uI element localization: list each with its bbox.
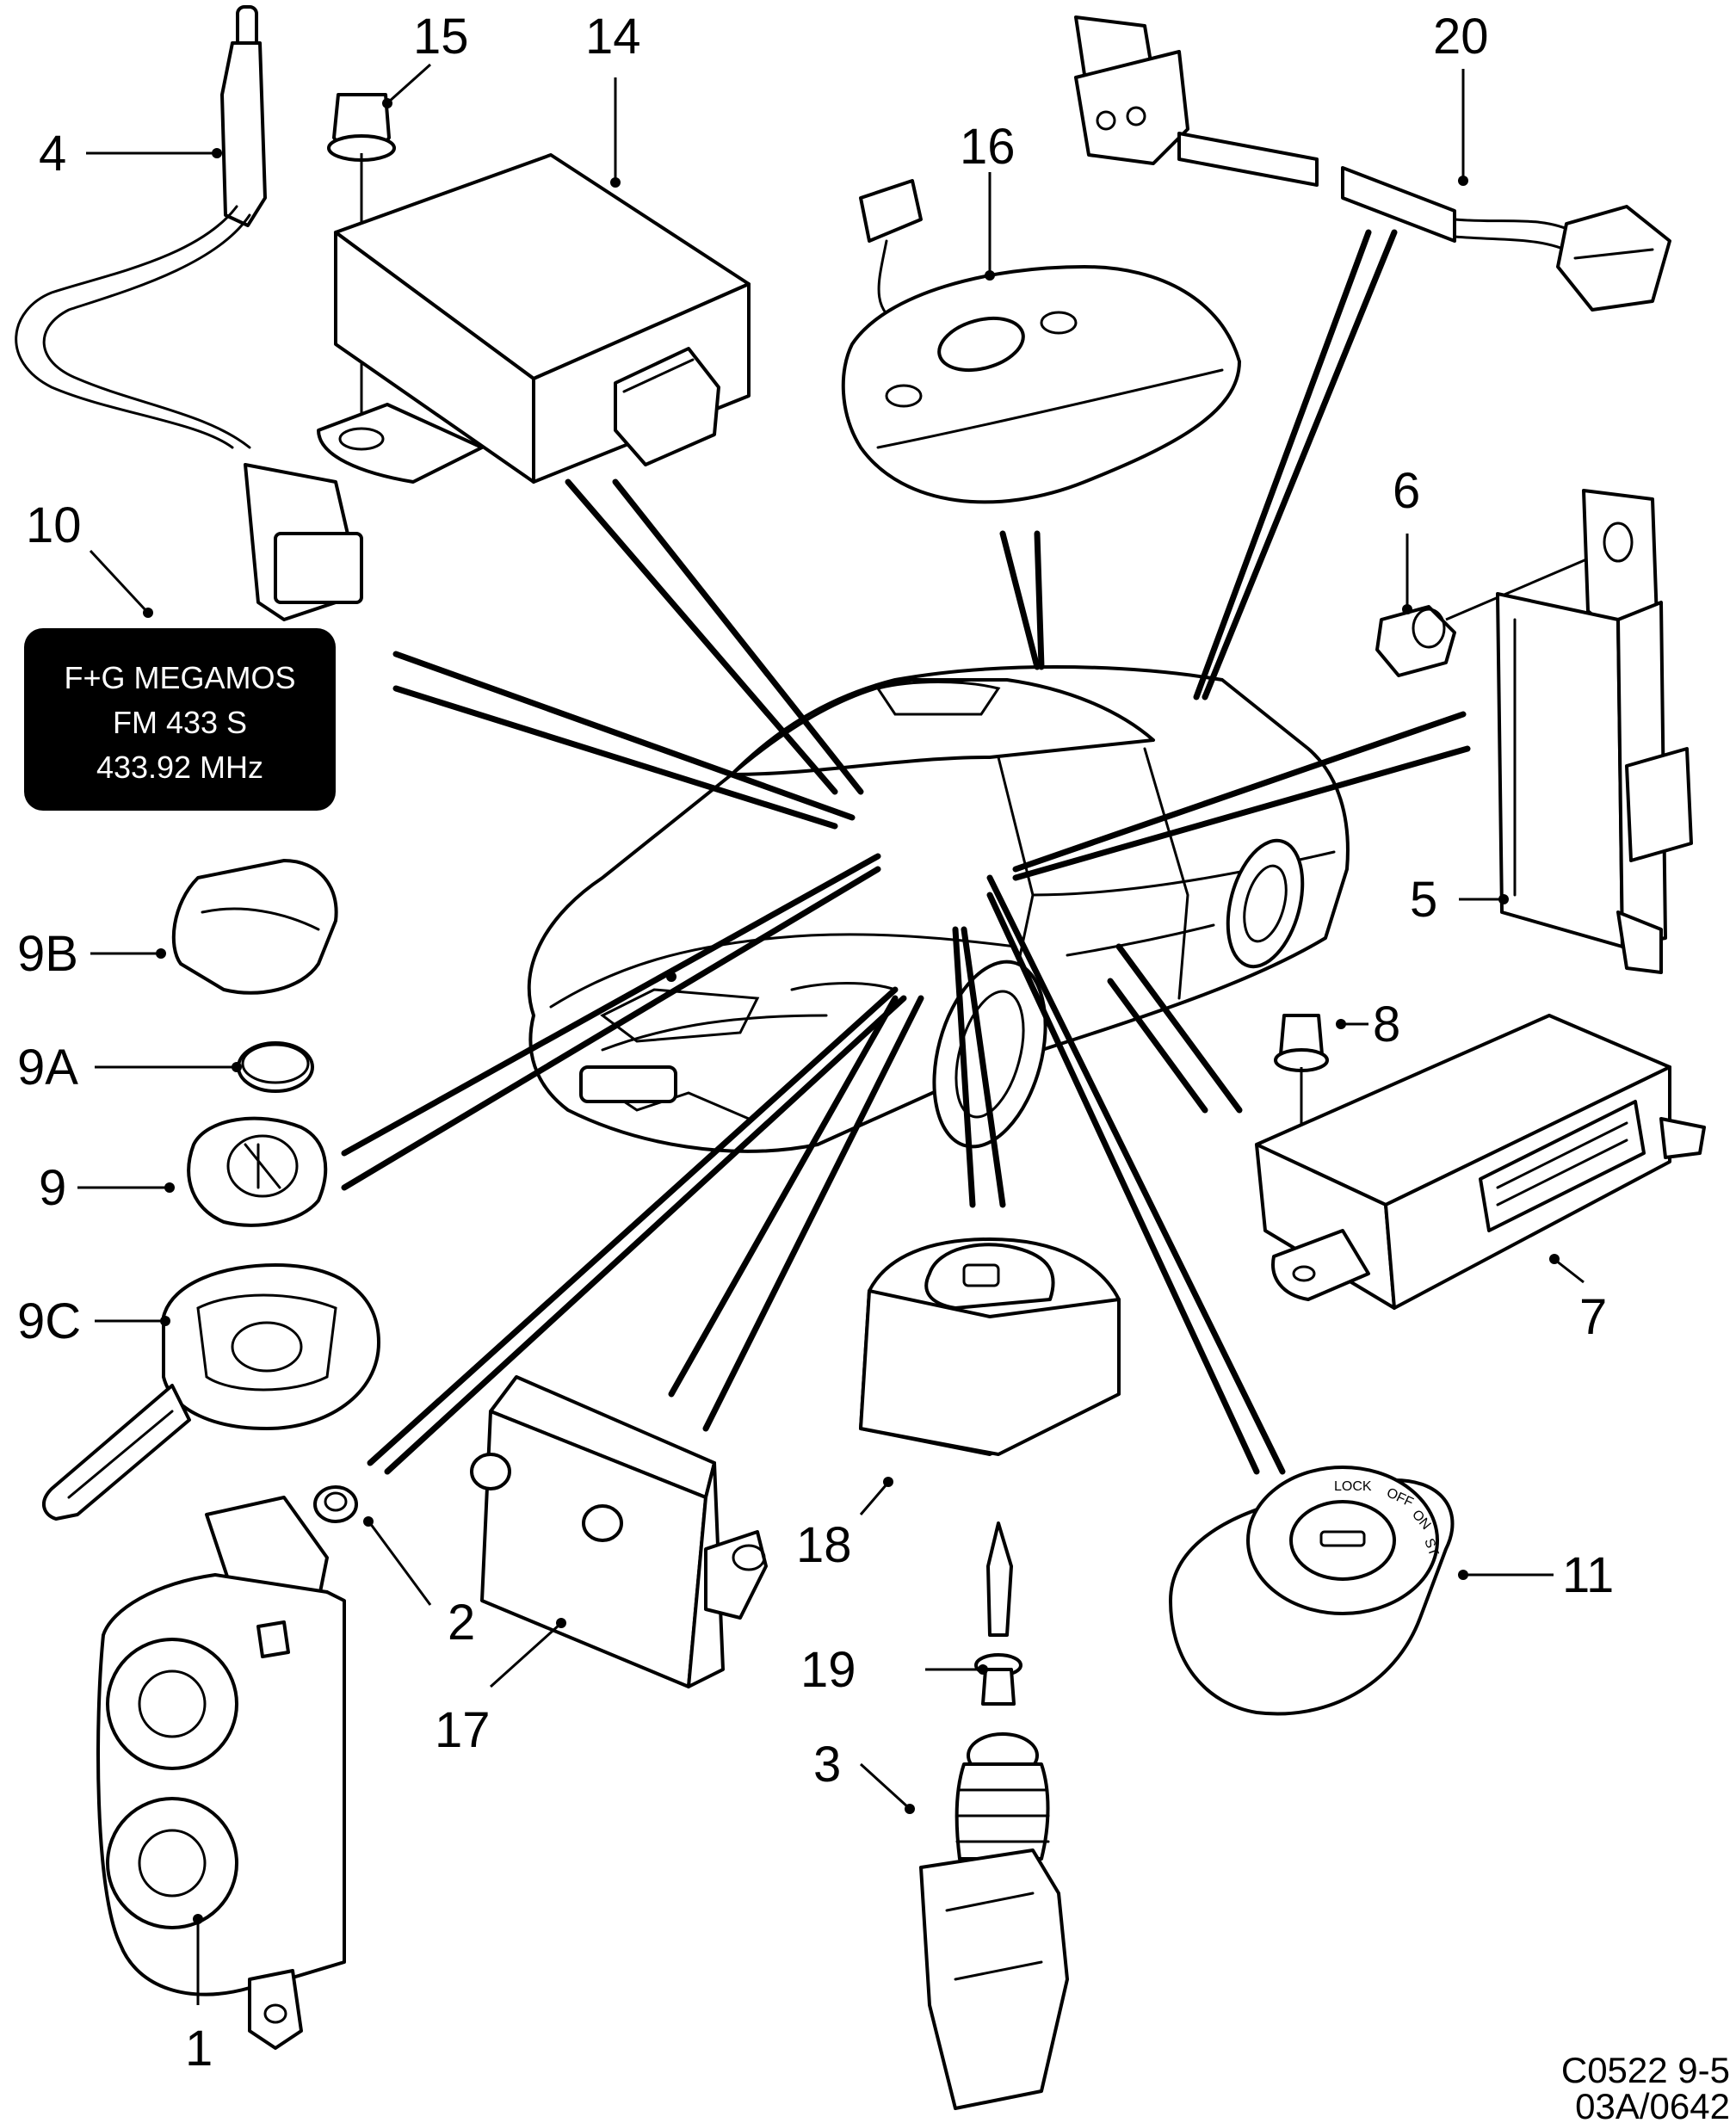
- callout-3: 3: [813, 1737, 841, 1793]
- plate-line-3: 433.92 MHz: [96, 750, 263, 785]
- part-18-sensor-cover: [859, 1237, 1121, 1456]
- car-illustration: [527, 665, 1350, 1153]
- part-2-grommet: [313, 1485, 358, 1523]
- callout-4: 4: [39, 126, 66, 182]
- callout-7: 7: [1579, 1289, 1607, 1345]
- callout-19: 19: [800, 1642, 856, 1698]
- part-15-bolt: [327, 93, 396, 439]
- callout-5: 5: [1410, 872, 1437, 928]
- part-5-control-unit: [1496, 489, 1693, 974]
- part-4-antenna-cable: [15, 5, 363, 621]
- part-14-control-module: [317, 153, 751, 484]
- part-9a-battery: [237, 1041, 314, 1093]
- plate-line-1: F+G MEGAMOS: [64, 660, 295, 695]
- callout-2: 2: [448, 1595, 475, 1651]
- callout-18: 18: [796, 1517, 852, 1573]
- part-16-interior-lamp: [841, 179, 1241, 504]
- part-20-switch-cable: [1074, 15, 1671, 312]
- part-19-pin: [974, 1521, 1022, 1706]
- callout-6: 6: [1393, 463, 1420, 519]
- callout-9c: 9C: [17, 1293, 81, 1349]
- car-leader-lines: [341, 229, 1471, 1475]
- callout-11: 11: [1562, 1547, 1614, 1603]
- part-9c-key: [42, 1263, 380, 1521]
- drawing-code: C0522 9-5 03A/0642: [1561, 2050, 1730, 2123]
- callout-17: 17: [435, 1702, 491, 1758]
- ignition-label-lock: LOCK: [1334, 1479, 1372, 1494]
- part-3-switch-boot: [919, 1732, 1069, 2110]
- part-7-ecu-box: [1255, 1014, 1706, 1310]
- plate-line-2: FM 433 S: [113, 705, 247, 740]
- part-11-ignition-switch: LOCK OFF ON ST: [1169, 1466, 1455, 1716]
- callout-8: 8: [1373, 997, 1400, 1052]
- data-plate: [24, 628, 336, 811]
- ignition-label-st: ST: [1421, 1537, 1441, 1558]
- drawing-code-line-1: C0522 9-5: [1561, 2050, 1730, 2090]
- callout-16: 16: [960, 119, 1016, 175]
- callout-14: 14: [585, 9, 641, 65]
- callout-numbers: 4 15 14 16 20 6 10 5 9B 8 9A 9 9C 7 2 17…: [17, 9, 1614, 2077]
- part-9-key-insert: [187, 1116, 328, 1227]
- callout-1: 1: [185, 2021, 213, 2077]
- callout-20: 20: [1433, 9, 1489, 65]
- callout-15: 15: [413, 9, 469, 65]
- callout-leaders: [77, 63, 1585, 2005]
- part-17-bracket: [470, 1375, 768, 1688]
- part-9b-key-cover: [171, 859, 338, 995]
- callout-10: 10: [26, 497, 82, 553]
- callout-9a: 9A: [17, 1040, 78, 1095]
- callout-9: 9: [39, 1160, 66, 1216]
- callout-9b: 9B: [17, 926, 78, 982]
- part-10-data-plate: F+G MEGAMOS FM 433 S 433.92 MHz: [24, 628, 336, 811]
- drawing-code-line-2: 03A/0642: [1575, 2086, 1730, 2123]
- part-1-siren: [96, 1496, 346, 2050]
